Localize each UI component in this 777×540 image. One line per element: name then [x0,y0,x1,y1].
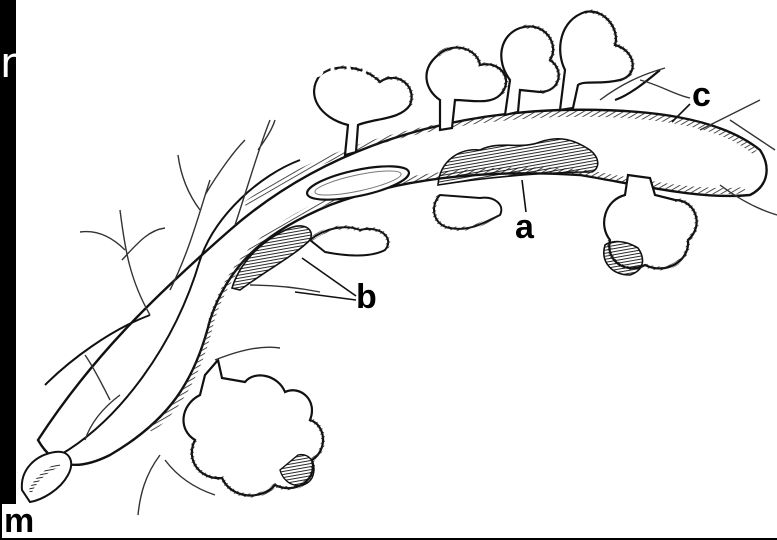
label-m: m [2,504,36,538]
overlay-title: ne ... ne ... Kystom... [0,38,456,87]
label-b: b [356,280,377,314]
label-c: c [692,78,711,112]
label-a: a [515,210,534,244]
